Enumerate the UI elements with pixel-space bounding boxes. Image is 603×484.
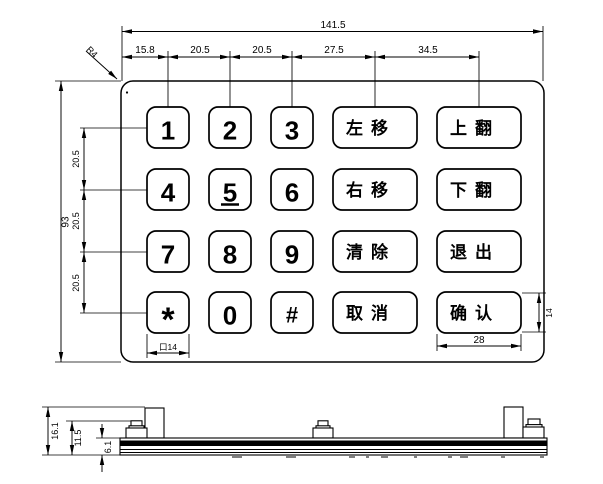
key-5: 5	[208, 168, 252, 211]
dim-top-2: 20.5	[190, 45, 210, 56]
right-screw-stud	[522, 418, 545, 439]
panel-plate	[119, 437, 548, 458]
key-8: 8	[208, 230, 252, 273]
side-view: 16.1 11.5 6.1	[42, 406, 548, 472]
key-9: 9	[270, 230, 314, 273]
key-1: 1	[146, 106, 190, 149]
svg-text:上翻: 上翻	[450, 118, 500, 138]
dim-row-2: 20.5	[71, 212, 81, 230]
key-clear: 清除	[332, 230, 418, 273]
front-view: 141.5 15.8 20.5 20.5 27.5 34.5 93 20.5 2…	[55, 20, 554, 363]
svg-text:下翻: 下翻	[450, 180, 500, 200]
key-star: *	[146, 291, 190, 339]
svg-text:3: 3	[285, 116, 299, 146]
svg-text:右移: 右移	[346, 180, 396, 200]
key-right-move: 右移	[332, 168, 418, 211]
right-standoff-block	[503, 406, 524, 439]
key-7: 7	[146, 230, 190, 273]
svg-text:5: 5	[223, 178, 237, 208]
svg-text:0: 0	[223, 301, 237, 331]
dim-function-key-width: 28	[473, 335, 485, 346]
key-6: 6	[270, 168, 314, 211]
key-cancel: 取消	[332, 291, 418, 334]
svg-text:8: 8	[223, 240, 237, 270]
dim-profile-stud-height: 11.5	[73, 430, 83, 447]
svg-text:2: 2	[223, 116, 237, 146]
dim-row-3: 20.5	[71, 274, 81, 292]
svg-text:清除: 清除	[346, 242, 396, 262]
key-exit: 退出	[436, 230, 522, 273]
dim-profile-panel-thickness: 6.1	[103, 441, 113, 454]
key-confirm: 确认	[436, 291, 522, 334]
extension-lines	[55, 26, 546, 363]
svg-text:7: 7	[161, 240, 175, 270]
svg-text:6: 6	[285, 178, 299, 208]
side-extension-lines	[42, 406, 145, 456]
dim-overall-height: 93	[61, 216, 72, 228]
stray-dot	[125, 91, 129, 94]
dim-profile-total-height: 16.1	[50, 422, 60, 440]
key-2: 2	[208, 106, 252, 149]
key-3: 3	[270, 106, 314, 149]
middle-screw-stud	[312, 420, 334, 439]
svg-text:左移: 左移	[346, 118, 396, 138]
key-0: 0	[208, 291, 252, 334]
dim-top-3: 20.5	[252, 45, 272, 56]
dim-top-1: 15.8	[135, 45, 155, 56]
svg-text:9: 9	[285, 240, 299, 270]
svg-text:*: *	[161, 301, 175, 339]
left-screw-stud	[125, 420, 148, 439]
dim-overall-width: 141.5	[320, 20, 345, 31]
side-dimension-lines	[45, 407, 105, 472]
corner-radius-label: R4	[84, 44, 99, 59]
svg-text:取消: 取消	[346, 303, 396, 323]
dim-top-5: 34.5	[418, 45, 438, 56]
corner-radius-leader	[85, 50, 118, 80]
dim-function-key-height: 14	[544, 308, 554, 318]
svg-text:#: #	[286, 303, 298, 328]
dim-top-4: 27.5	[324, 45, 344, 56]
svg-text:退出: 退出	[450, 242, 500, 262]
svg-text:确认: 确认	[450, 303, 500, 323]
key-left-move: 左移	[332, 106, 418, 149]
dimension-lines	[58, 29, 543, 362]
key-4: 4	[146, 168, 190, 211]
left-standoff-block	[144, 407, 165, 439]
svg-text:4: 4	[161, 178, 176, 208]
dim-row-1: 20.5	[71, 150, 81, 168]
key-page-down: 下翻	[436, 168, 522, 211]
key-page-up: 上翻	[436, 106, 522, 149]
key-hash: #	[270, 291, 314, 334]
dim-key-square: 口14	[159, 342, 177, 352]
svg-text:1: 1	[161, 116, 175, 146]
